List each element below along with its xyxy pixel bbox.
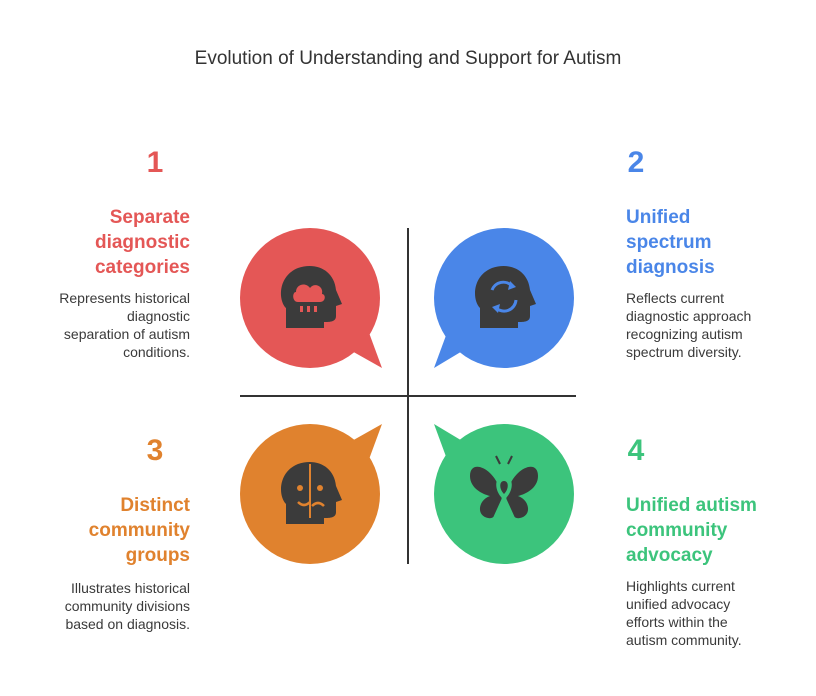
step-number-3: 3 bbox=[146, 434, 164, 467]
description-2-line: spectrum diversity. bbox=[626, 344, 742, 360]
heading-4-line: community bbox=[626, 520, 728, 541]
description-3-line: based on diagnosis. bbox=[65, 616, 190, 632]
bubble-2 bbox=[434, 228, 574, 368]
description-3: Illustrates historical community divisio… bbox=[30, 579, 190, 633]
step-number-1: 1 bbox=[146, 146, 164, 179]
step-number-2: 2 bbox=[627, 146, 645, 179]
head-split-face-icon bbox=[281, 462, 342, 524]
description-1-line: separation of autism bbox=[63, 326, 190, 342]
description-2-line: diagnostic approach bbox=[626, 308, 752, 324]
heading-3-line: groups bbox=[125, 545, 190, 566]
heading-2-line: spectrum bbox=[626, 232, 712, 253]
bubble-4 bbox=[434, 424, 574, 564]
heading-3-line: Distinct bbox=[120, 495, 190, 516]
description-1: Represents historical diagnostic separat… bbox=[30, 289, 190, 361]
description-2: Reflects current diagnostic approach rec… bbox=[626, 289, 796, 361]
description-3-line: Illustrates historical bbox=[70, 580, 190, 596]
heading-4-line: Unified autism bbox=[626, 495, 757, 516]
description-4-line: Highlights current bbox=[626, 578, 735, 594]
description-4-line: efforts within the bbox=[626, 614, 728, 630]
page-title: Evolution of Understanding and Support f… bbox=[194, 48, 622, 69]
heading-2-line: Unified bbox=[626, 207, 691, 228]
description-4: Highlights current unified advocacy effo… bbox=[626, 577, 796, 649]
heading-1-line: diagnostic bbox=[94, 232, 190, 253]
description-1-line: diagnostic bbox=[126, 308, 190, 324]
bubble-3 bbox=[240, 424, 382, 564]
butterfly-ribbon-icon bbox=[470, 455, 538, 522]
step-number-4: 4 bbox=[627, 434, 645, 467]
heading-3: Distinct community groups bbox=[40, 493, 190, 568]
head-rain-cloud-icon bbox=[281, 266, 342, 328]
bubble-1 bbox=[240, 228, 382, 368]
description-3-line: community divisions bbox=[64, 598, 190, 614]
heading-2-line: diagnosis bbox=[626, 257, 715, 278]
head-cycle-arrows-icon bbox=[475, 266, 536, 328]
heading-4: Unified autism community advocacy bbox=[626, 493, 806, 568]
description-4-line: unified advocacy bbox=[626, 596, 731, 612]
heading-3-line: community bbox=[88, 520, 190, 541]
heading-2: Unified spectrum diagnosis bbox=[626, 205, 796, 280]
description-2-line: recognizing autism bbox=[626, 326, 743, 342]
heading-1-line: categories bbox=[94, 257, 190, 278]
description-1-line: conditions. bbox=[123, 344, 190, 360]
description-2-line: Reflects current bbox=[626, 290, 725, 306]
heading-1: Separate diagnostic categories bbox=[40, 205, 190, 280]
heading-1-line: Separate bbox=[109, 207, 190, 228]
description-1-line: Represents historical bbox=[59, 290, 190, 306]
heading-4-line: advocacy bbox=[626, 545, 713, 566]
description-4-line: autism community. bbox=[626, 632, 742, 648]
